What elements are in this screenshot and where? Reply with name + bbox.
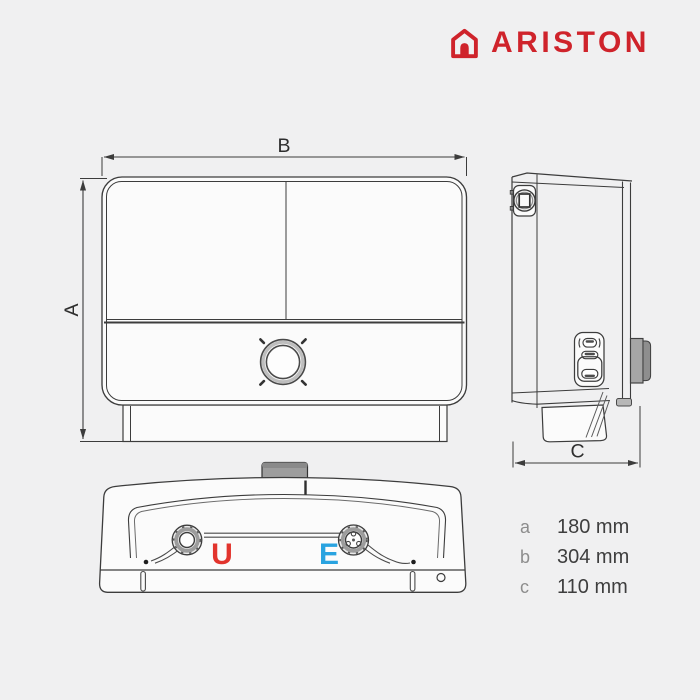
dimension-key: c (520, 577, 529, 597)
dimension-value: 110 mm (557, 576, 628, 598)
inlet-connector (337, 524, 370, 556)
ariston-wordmark: ARISTON (491, 26, 650, 59)
side-view (509, 172, 652, 468)
bottom-view (98, 461, 467, 593)
wall-bracket (509, 184, 537, 217)
inlet-label: E (319, 538, 339, 571)
connector-panel (573, 331, 605, 388)
side-knob (629, 337, 652, 384)
outlet-connector (171, 524, 203, 556)
ariston-house-icon (451, 28, 478, 58)
dimension-label-c: C (570, 441, 584, 463)
dimension-key: b (520, 547, 531, 567)
dimension-label-a: A (61, 303, 83, 316)
bottom-knob (261, 461, 309, 483)
dimension-value: 304 mm (557, 546, 630, 568)
dimension-value: 180 mm (557, 516, 630, 538)
dimensions-table: a 180 mm b 304 mm c 110 mm (520, 516, 629, 606)
dimension-label-b: B (277, 135, 290, 157)
ariston-logo: ARISTON (451, 26, 650, 60)
dimension-row-b: b 304 mm (520, 546, 629, 576)
outlet-label: U (211, 538, 233, 571)
front-knob (259, 338, 307, 386)
dimension-row-c: c 110 mm (520, 576, 629, 606)
pipe-lines (150, 532, 411, 564)
dimension-key: a (520, 517, 531, 537)
front-view (79, 153, 468, 443)
dimension-row-a: a 180 mm (520, 516, 629, 546)
